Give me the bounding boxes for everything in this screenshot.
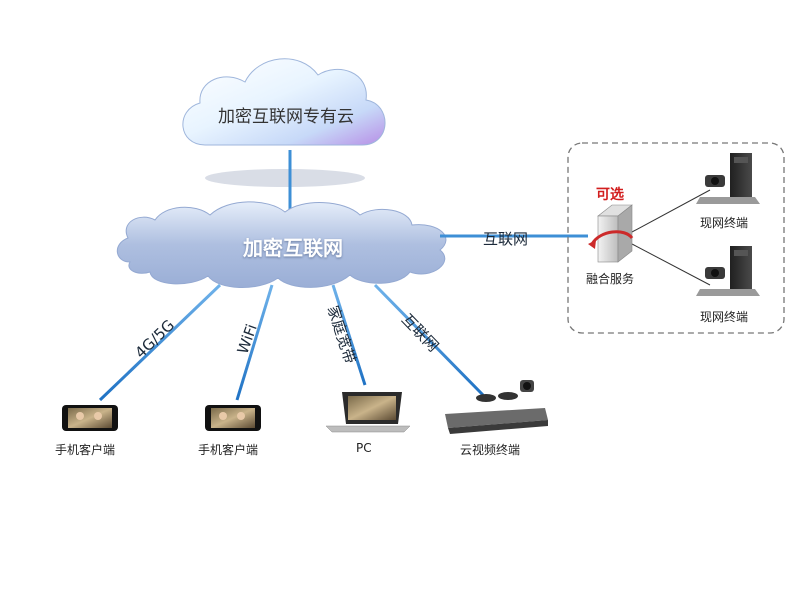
client-label-mobile-2: 手机客户端 xyxy=(198,443,259,457)
link-line-wifi xyxy=(235,284,274,401)
server-terminal-line-2 xyxy=(631,243,711,286)
terminal-label-2: 现网终端 xyxy=(700,310,749,324)
mobile-phone-icon xyxy=(205,405,261,431)
mobile-phone-icon xyxy=(62,405,118,431)
client-label-pc: PC xyxy=(356,441,372,455)
room-terminal-icon xyxy=(696,246,760,296)
private-cloud xyxy=(182,58,386,187)
encrypted-internet-label: 加密互联网 xyxy=(243,236,343,260)
optional-label: 可选 xyxy=(596,187,624,203)
room-terminal-icon xyxy=(696,153,760,204)
encrypted-internet-cloud xyxy=(116,201,447,288)
fusion-service-group xyxy=(567,142,785,334)
link-line-home-broadband xyxy=(331,284,367,386)
terminal-label-1: 现网终端 xyxy=(700,216,749,230)
link-label-internet-fusion: 互联网 xyxy=(483,230,529,248)
server-icon xyxy=(588,204,634,263)
link-line-4g5g xyxy=(98,283,222,402)
server-terminal-line-1 xyxy=(631,189,711,233)
laptop-icon xyxy=(325,392,411,433)
video-terminal-icon xyxy=(445,380,548,434)
fusion-service-label: 融合服务 xyxy=(586,272,635,286)
client-label-cloud-video-terminal: 云视频终端 xyxy=(460,443,521,457)
private-cloud-label: 加密互联网专有云 xyxy=(218,107,354,127)
link-line-internet xyxy=(373,283,485,397)
client-label-mobile-1: 手机客户端 xyxy=(55,443,116,457)
